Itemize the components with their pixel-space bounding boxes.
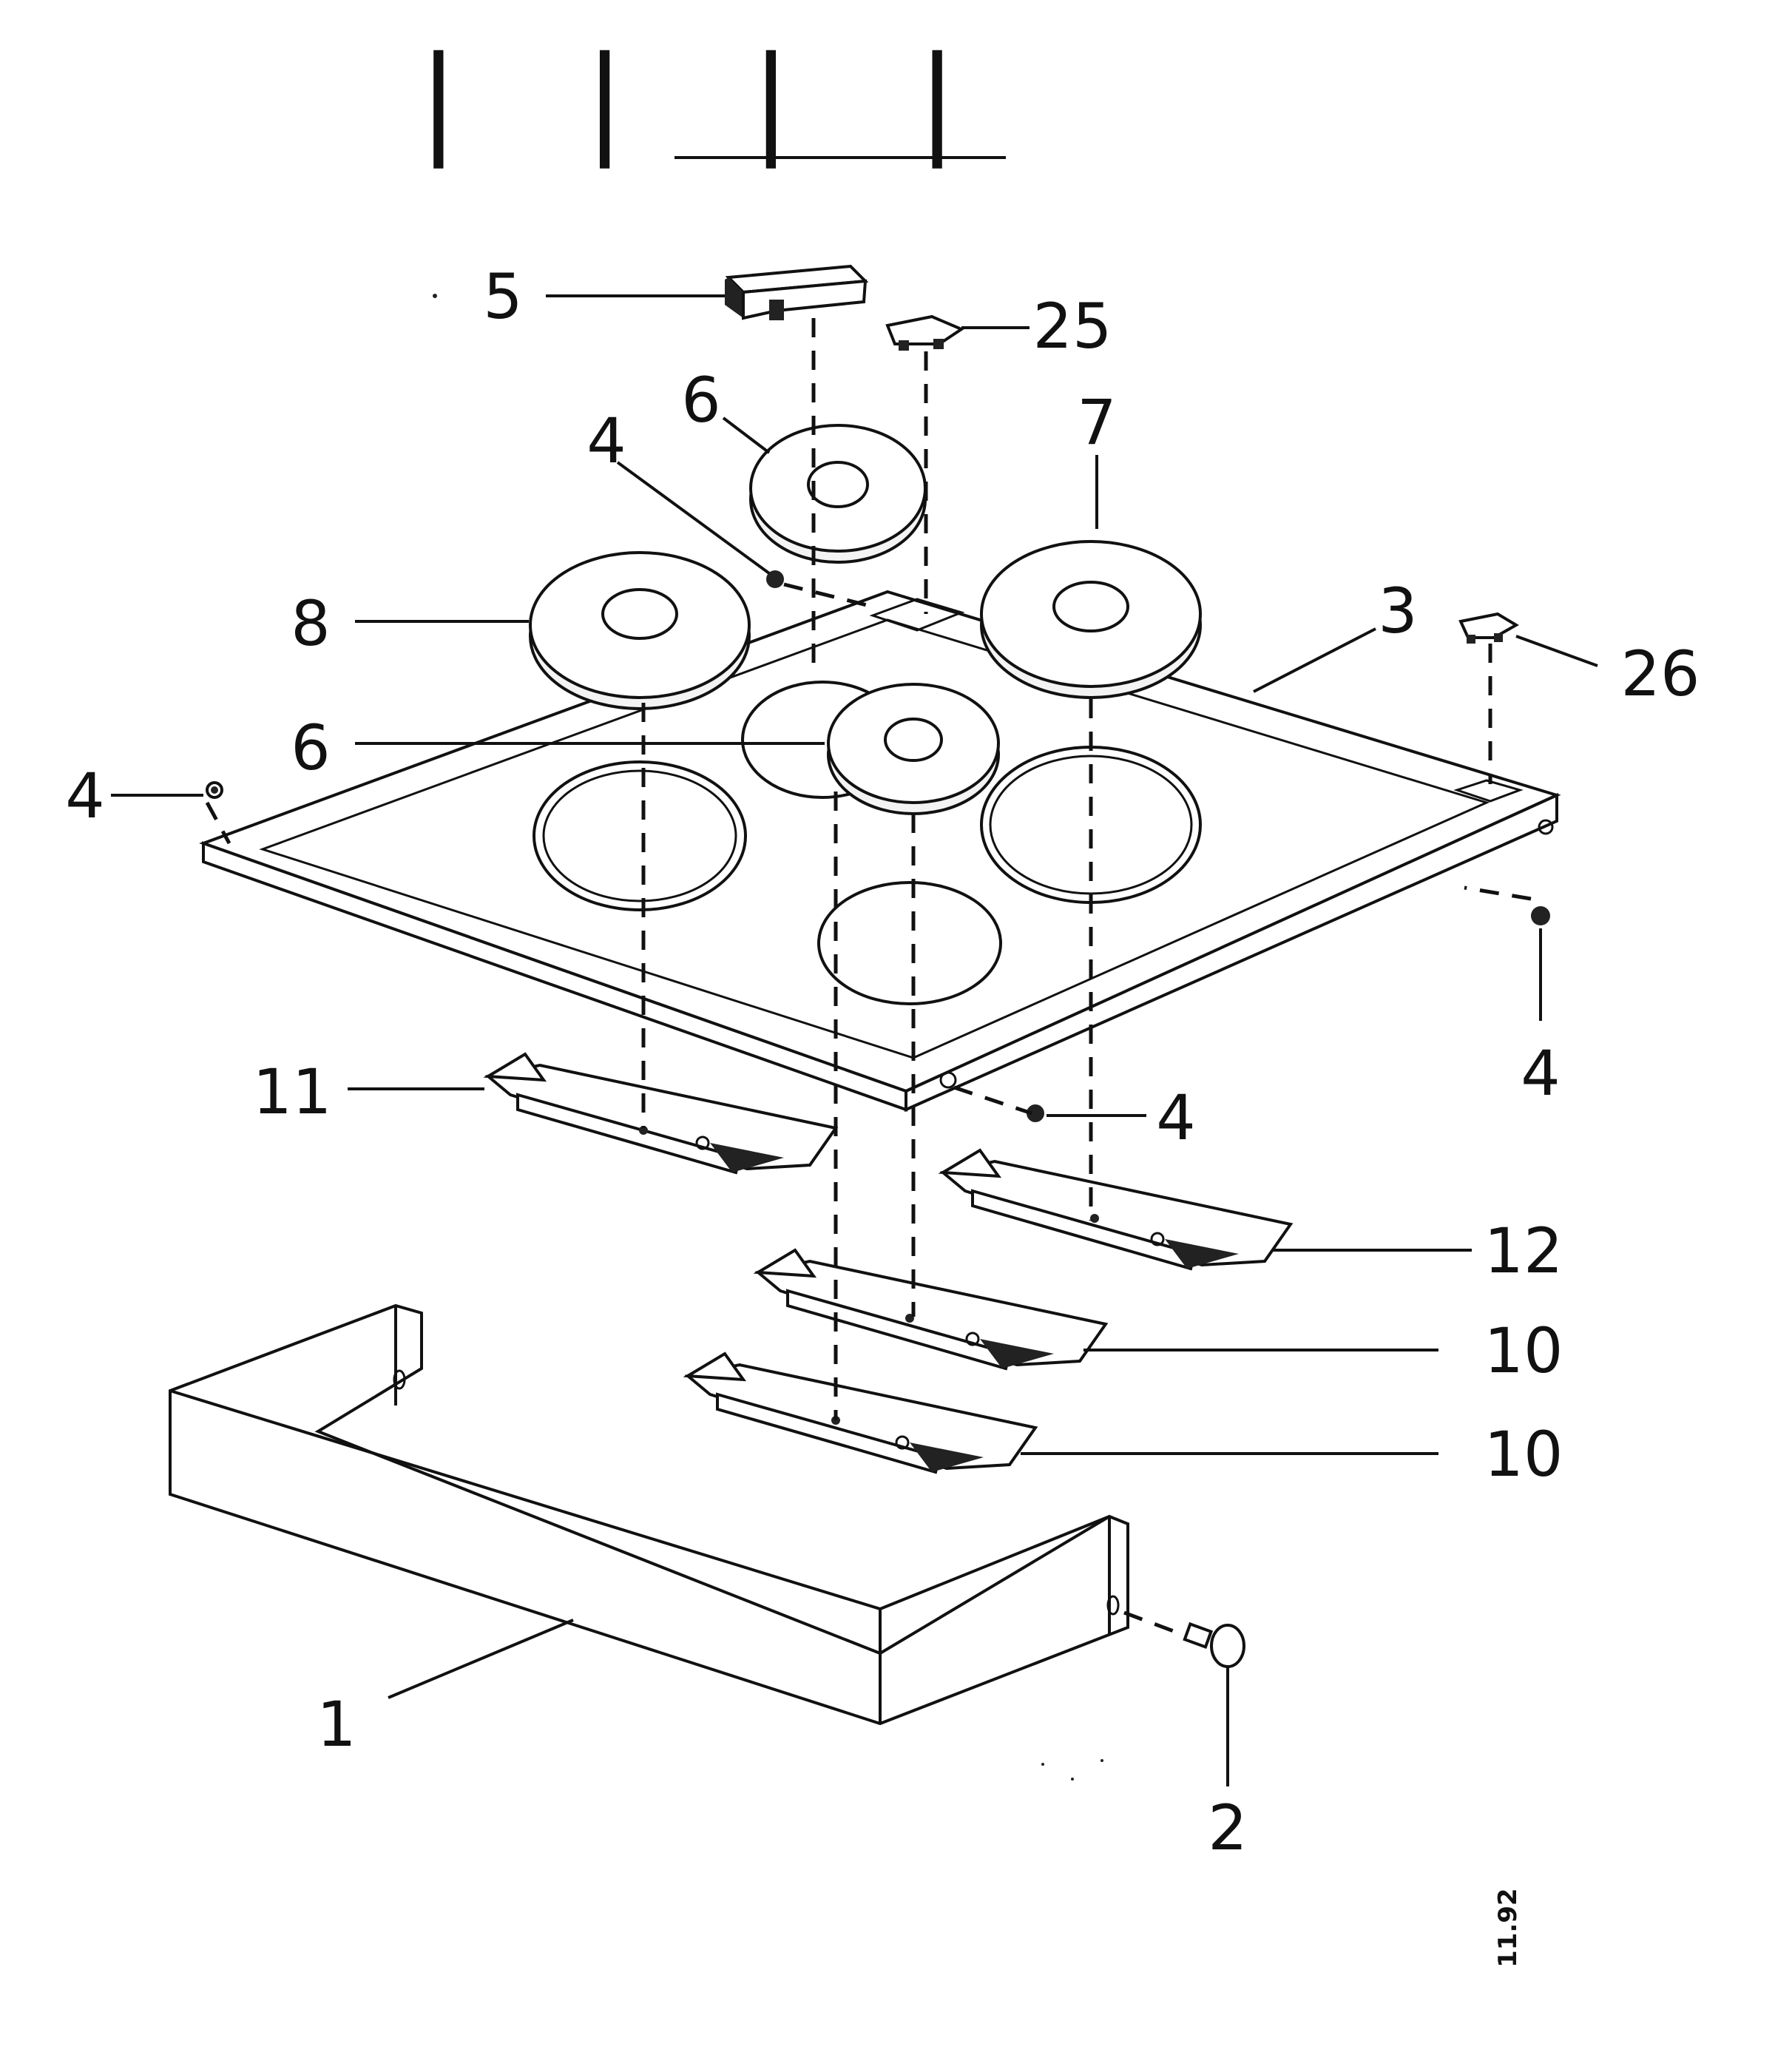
- callout-7: 7: [1077, 386, 1116, 459]
- bracket-12: [938, 1148, 1294, 1271]
- scan-specks: [433, 294, 1103, 1781]
- leader-lines: [111, 294, 1598, 1786]
- hotplate-8: [529, 551, 751, 710]
- callout-4-top: 4: [586, 405, 626, 477]
- callout-12: 12: [1484, 1215, 1563, 1287]
- callout-10-lower: 10: [1484, 1418, 1563, 1491]
- bracket-10-upper: [753, 1248, 1109, 1371]
- callout-labels: 5 25 6 4 7 8 3 26 6 4 4 4 11 12 10 10 1 …: [65, 260, 1700, 1864]
- callout-11: 11: [253, 1056, 332, 1128]
- callout-4-left: 4: [65, 760, 104, 832]
- screw-2: [1183, 1622, 1245, 1668]
- callout-10-upper: 10: [1484, 1315, 1563, 1387]
- assembly-dashed-lines: [205, 318, 1532, 1637]
- cap-25: [885, 314, 965, 351]
- callout-4-front: 4: [1156, 1081, 1195, 1154]
- callout-6-middle: 6: [291, 712, 330, 784]
- bracket-10-lower: [683, 1351, 1038, 1474]
- callout-26: 26: [1621, 638, 1700, 710]
- control-housing-5: [725, 264, 869, 320]
- hotplate-7: [980, 540, 1202, 699]
- title-marks: | | | |: [419, 30, 1001, 169]
- callout-6-top: 6: [681, 364, 720, 436]
- callout-3: 3: [1378, 575, 1417, 647]
- cap-26: [1458, 612, 1519, 644]
- callout-1: 1: [317, 1688, 356, 1761]
- grommets-4: [206, 570, 1550, 1122]
- diagram-title: | | | |: [419, 30, 1006, 169]
- cooktop-plate: [199, 590, 1561, 1113]
- front-panel-1: [169, 1303, 1129, 1726]
- hotplate-6-top: [749, 424, 927, 564]
- bracket-11: [483, 1052, 839, 1175]
- date-code: 11.92: [1493, 1888, 1523, 1968]
- callout-8: 8: [291, 587, 330, 660]
- callout-5: 5: [483, 260, 522, 333]
- callout-2: 2: [1208, 1792, 1247, 1864]
- callout-4-right: 4: [1521, 1037, 1560, 1110]
- callout-25: 25: [1033, 290, 1112, 362]
- hotplate-6-middle: [827, 683, 1000, 815]
